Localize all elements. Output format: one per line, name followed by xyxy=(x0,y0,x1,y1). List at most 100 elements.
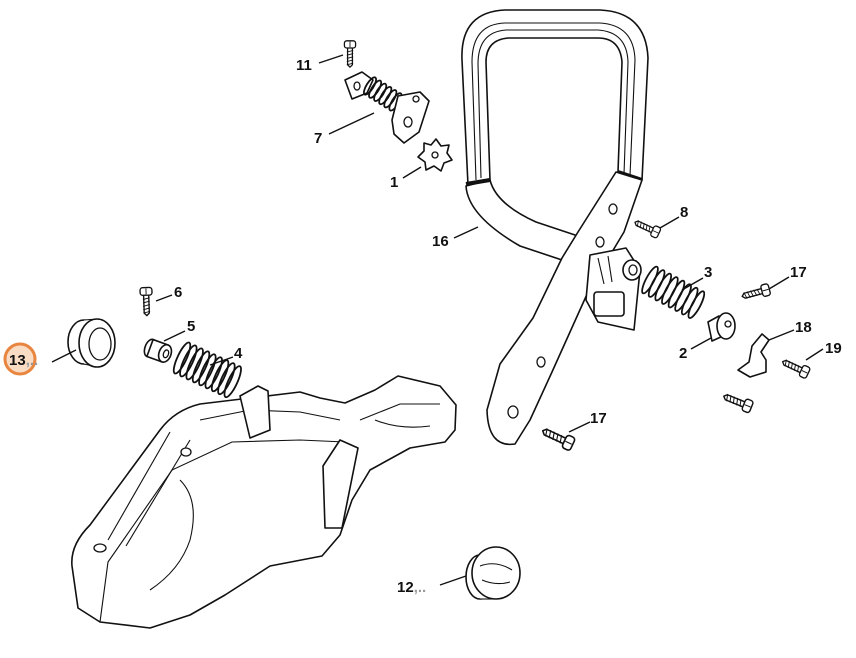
housing-body xyxy=(71,375,457,629)
screw-17-bottom xyxy=(538,423,577,452)
leader-18 xyxy=(768,329,795,341)
coil xyxy=(363,76,377,96)
housing-rib xyxy=(199,409,341,421)
bracket-link-hole xyxy=(353,81,361,91)
leader-3 xyxy=(681,277,704,291)
bushing-5 xyxy=(143,338,173,363)
callout-1[interactable]: 1 xyxy=(390,174,398,191)
callout-8[interactable]: 8 xyxy=(680,204,688,221)
housing-clip xyxy=(239,385,271,439)
leader-17-bottom xyxy=(568,421,591,433)
handle-grip-band-left xyxy=(465,178,491,186)
star-nut-hole xyxy=(431,151,439,159)
housing-groove xyxy=(125,439,191,547)
handle-lower-sweep xyxy=(465,179,579,261)
spring-3 xyxy=(641,265,706,319)
coil xyxy=(204,356,223,390)
plate-hole xyxy=(595,236,605,248)
coil xyxy=(378,85,393,106)
plug-12 xyxy=(465,546,521,600)
callout-6[interactable]: 6 xyxy=(174,284,182,301)
housing-hole xyxy=(180,447,192,457)
callout-12-number[interactable]: 12 xyxy=(397,579,414,596)
plate-hole xyxy=(608,203,618,215)
leader-16 xyxy=(453,226,479,239)
screw-8 xyxy=(631,216,662,240)
coil xyxy=(687,290,706,319)
leader-13 xyxy=(51,349,77,363)
leader-5 xyxy=(163,330,186,342)
handle-bar xyxy=(461,9,649,446)
star-nut-1 xyxy=(417,138,453,172)
plate-hole xyxy=(536,356,546,368)
leader-12 xyxy=(439,575,467,586)
callout-3[interactable]: 3 xyxy=(704,264,712,281)
screw-unlabeled xyxy=(720,389,755,414)
coil xyxy=(185,347,204,381)
callout-13-suffix: ,.. xyxy=(26,352,39,369)
coil xyxy=(223,365,242,399)
callout-11[interactable]: 11 xyxy=(296,57,312,74)
callout-13-highlight xyxy=(3,342,37,376)
coil xyxy=(179,344,198,378)
callout-12-suffix: ,.. xyxy=(414,579,427,596)
housing-side-edge xyxy=(99,439,346,623)
retainer-hole xyxy=(724,320,732,328)
housing-rib xyxy=(359,403,440,421)
callout-17-right[interactable]: 17 xyxy=(790,264,807,281)
callout-16[interactable]: 16 xyxy=(432,233,449,250)
plate-hole xyxy=(507,405,519,419)
plug-front xyxy=(471,546,521,600)
spring-bracket-7 xyxy=(344,71,430,144)
housing-inner-curve xyxy=(149,479,194,591)
callout-13[interactable]: 13,.. xyxy=(9,352,38,369)
leader-17-right xyxy=(768,276,790,290)
coil xyxy=(172,341,192,375)
leader-6 xyxy=(155,294,173,302)
screw-6 xyxy=(139,286,154,317)
coil xyxy=(191,350,211,384)
mount-block-detail xyxy=(597,255,613,285)
leader-8 xyxy=(659,216,680,229)
housing-hole xyxy=(93,543,107,553)
callout-17-bottom[interactable]: 17 xyxy=(590,410,607,427)
callout-5[interactable]: 5 xyxy=(187,318,195,335)
bracket-18 xyxy=(737,333,770,378)
leader-lines xyxy=(51,54,824,586)
coil xyxy=(198,353,217,387)
callout-12[interactable]: 12,.. xyxy=(397,579,426,596)
spring-retainer-2 xyxy=(707,312,736,342)
callout-4[interactable]: 4 xyxy=(234,345,243,362)
bracket-plate-hole xyxy=(403,116,413,128)
screw-11 xyxy=(343,40,357,68)
plug-face-detail xyxy=(479,563,513,585)
callout-13-number[interactable]: 13 xyxy=(9,352,26,369)
coil xyxy=(210,359,230,393)
mount-boss-hole xyxy=(628,264,638,276)
leader-2 xyxy=(690,337,712,350)
coil xyxy=(217,362,236,396)
callout-13-group[interactable]: 13,.. xyxy=(3,342,38,376)
housing-slot xyxy=(322,439,359,529)
spring-4 xyxy=(172,341,242,399)
handle-tube-shading-2 xyxy=(477,29,629,179)
callout-2[interactable]: 2 xyxy=(679,345,687,362)
leader-19 xyxy=(805,348,824,361)
coil xyxy=(368,79,383,99)
housing-groove xyxy=(107,431,171,541)
coil xyxy=(373,82,388,102)
callout-7[interactable]: 7 xyxy=(314,130,322,147)
callout-19[interactable]: 19 xyxy=(825,340,842,357)
mount-block-recess xyxy=(593,291,625,317)
cap-13 xyxy=(67,318,116,368)
callout-18[interactable]: 18 xyxy=(795,319,812,336)
coil xyxy=(383,89,398,109)
handle-tube-shading xyxy=(471,22,636,181)
bracket-plate-hole xyxy=(412,95,420,103)
callouts: 11 7 1 16 8 3 17 18 19 2 6 5 4 13,.. 17 … xyxy=(3,57,842,596)
screw-17-right xyxy=(739,282,772,303)
leader-11 xyxy=(318,54,344,64)
leader-7 xyxy=(328,112,375,135)
housing-ridge xyxy=(374,419,431,428)
